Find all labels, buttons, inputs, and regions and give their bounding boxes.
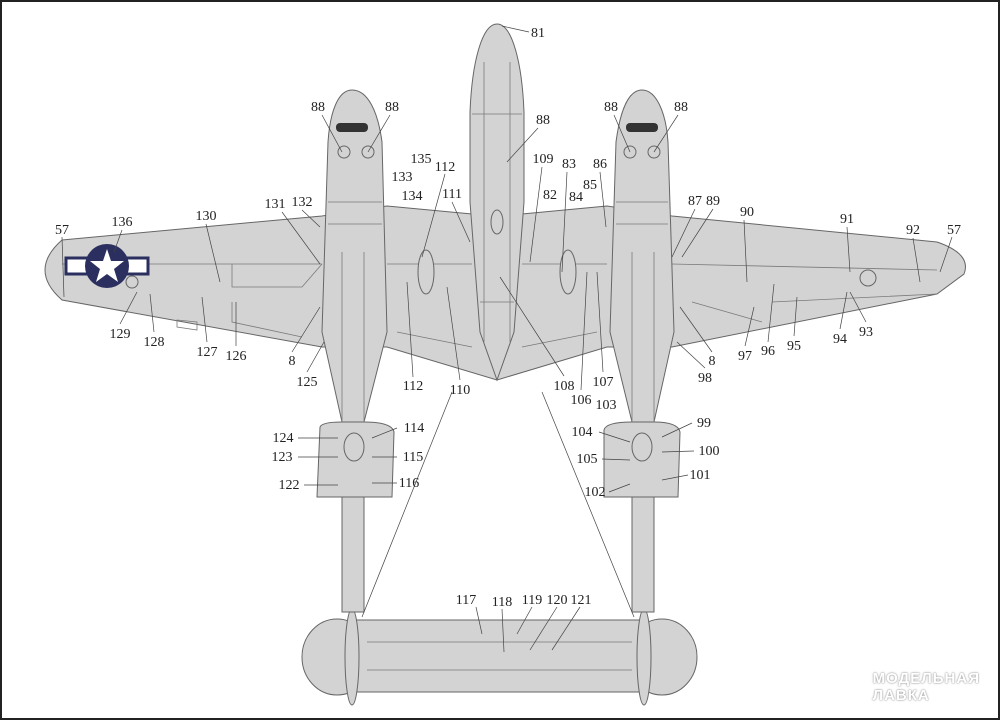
callout-label: 57 [947, 223, 961, 238]
callout-label: 125 [297, 375, 318, 390]
right-drop-tank [559, 249, 577, 295]
watermark-line1: МОДЕЛЬНАЯ [872, 670, 980, 687]
callout-label: 128 [144, 335, 165, 350]
callout-label: 116 [399, 476, 419, 491]
callout-label: 124 [273, 431, 294, 446]
callout-label: 82 [543, 188, 557, 203]
callout-label: 135 [411, 152, 432, 167]
callout-label: 86 [593, 157, 607, 172]
callout-label: 118 [492, 595, 512, 610]
callout-label: 109 [533, 152, 554, 167]
callout-label: 126 [226, 349, 247, 364]
callout-label: 91 [840, 212, 854, 227]
callout-label: 127 [197, 345, 218, 360]
callout-label: 90 [740, 205, 754, 220]
callout-label: 123 [272, 450, 293, 465]
callout-label: 119 [522, 593, 542, 608]
callout-label: 112 [435, 160, 455, 175]
callout-label: 107 [593, 375, 614, 390]
callout-label: 88 [604, 100, 618, 115]
callout-label: 136 [112, 215, 133, 230]
callout-label: 120 [547, 593, 568, 608]
left-fin [344, 608, 360, 706]
callout-label: 88 [311, 100, 325, 115]
callout-label: 57 [55, 223, 69, 238]
callout-label: 88 [674, 100, 688, 115]
callout-label: 95 [787, 339, 801, 354]
callout-label: 87 [688, 194, 702, 209]
callout-label: 101 [690, 468, 711, 483]
callout-label: 99 [697, 416, 711, 431]
callout-label: 129 [110, 327, 131, 342]
callout-label: 103 [596, 398, 617, 413]
right-boom [603, 89, 681, 613]
watermark-logo: МОДЕЛЬНАЯ ЛАВКА [873, 670, 980, 704]
callout-label: 112 [403, 379, 423, 394]
callout-label: 93 [859, 325, 873, 340]
callout-label: 122 [279, 478, 300, 493]
callout-label: 121 [571, 593, 592, 608]
callout-label: 115 [403, 450, 423, 465]
watermark-line2: ЛАВКА [872, 687, 930, 704]
callout-label: 131 [265, 197, 286, 212]
callout-label: 100 [699, 444, 720, 459]
callout-label: 133 [392, 170, 413, 185]
callout-label: 104 [572, 425, 593, 440]
right-fin [636, 608, 652, 706]
callout-label: 98 [698, 371, 712, 386]
callout-label: 8 [709, 354, 716, 369]
national-insignia [64, 244, 877, 289]
callout-label: 84 [569, 190, 583, 205]
callout-label: 134 [402, 189, 423, 204]
callout-label: 97 [738, 349, 752, 364]
callout-label: 88 [536, 113, 550, 128]
callout-label: 92 [906, 223, 920, 238]
tailplane [301, 608, 698, 706]
callout-label: 85 [583, 178, 597, 193]
callout-labels: 81 88 88 88 88 88 109 83 86 82 84 85 87 … [55, 26, 961, 610]
callout-label: 94 [833, 332, 847, 347]
callout-label: 110 [450, 383, 470, 398]
callout-label: 117 [456, 593, 476, 608]
callout-label: 114 [404, 421, 424, 436]
callout-label: 111 [442, 187, 462, 202]
callout-label: 8 [289, 354, 296, 369]
callout-label: 105 [577, 452, 598, 467]
callout-label: 96 [761, 344, 775, 359]
callout-label: 81 [531, 26, 545, 41]
callout-label: 88 [385, 100, 399, 115]
left-drop-tank [417, 249, 435, 295]
callout-label: 130 [196, 209, 217, 224]
callout-label: 132 [292, 195, 313, 210]
fuselage-nacelle [469, 23, 525, 382]
left-boom [316, 89, 395, 613]
callout-label: 89 [706, 194, 720, 209]
callout-label: 108 [554, 379, 575, 394]
callout-label: 83 [562, 157, 576, 172]
callout-label: 102 [585, 485, 606, 500]
callout-label: 106 [571, 393, 592, 408]
